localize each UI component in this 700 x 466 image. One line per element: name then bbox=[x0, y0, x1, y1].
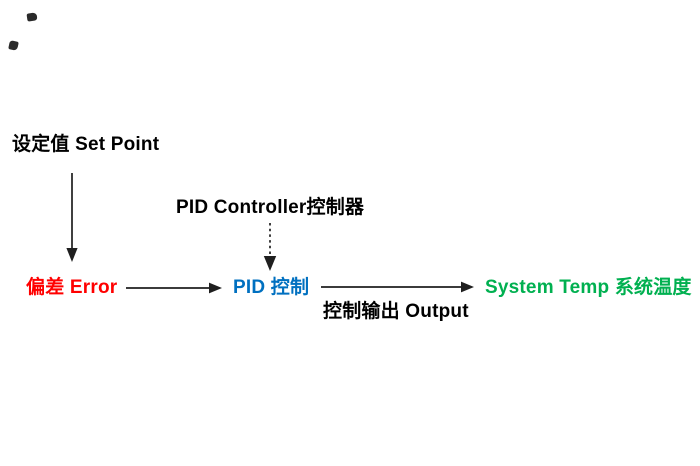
node-pid-controller: PID Controller控制器 bbox=[176, 197, 365, 218]
error-to-pid-arrow bbox=[126, 282, 222, 294]
controller-to-pid-dashed-arrow bbox=[263, 223, 277, 271]
edge-label-control-output: 控制输出 Output bbox=[323, 301, 469, 322]
pid-to-system-temp-arrow bbox=[321, 281, 474, 293]
arrowhead-down-icon bbox=[66, 248, 78, 262]
arrowhead-down-icon bbox=[263, 256, 277, 271]
set-point-to-error-arrow bbox=[66, 173, 78, 262]
node-set-point: 设定值 Set Point bbox=[12, 134, 160, 155]
node-error: 偏差 Error bbox=[26, 277, 118, 298]
arrowhead-right-icon bbox=[209, 282, 222, 294]
arrowhead-right-icon bbox=[461, 281, 474, 293]
node-system-temp: System Temp 系统温度 bbox=[485, 277, 692, 298]
node-pid-control: PID 控制 bbox=[233, 277, 310, 298]
